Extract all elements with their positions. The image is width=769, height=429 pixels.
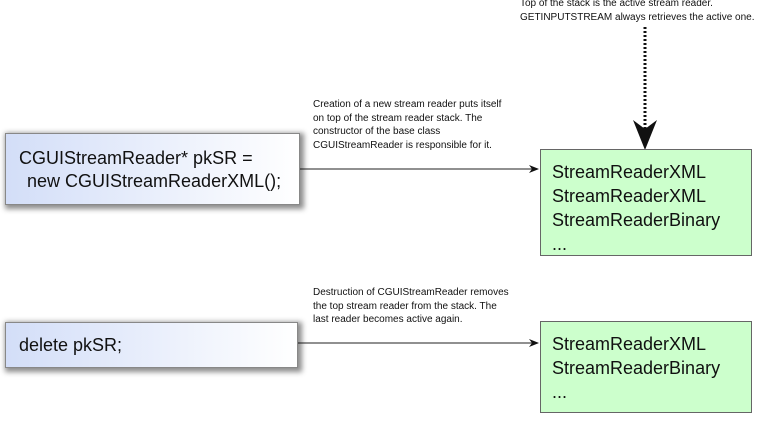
note-line: Top of the stack is the active stream re…: [520, 0, 713, 9]
note-line: the top stream reader from the stack. Th…: [313, 300, 497, 312]
note-line: Creation of a new stream reader puts its…: [313, 99, 502, 110]
stack-item: ...: [552, 382, 568, 402]
delete-note: Destruction of CGUIStreamReader removes …: [313, 286, 509, 327]
top-note: Top of the stack is the active stream re…: [520, 0, 755, 24]
stack-item: StreamReaderXML: [552, 186, 707, 206]
note-line: on top of the stream reader stack. The: [313, 112, 483, 124]
code-line: delete pkSR;: [19, 335, 123, 355]
note-line: CGUIStreamReader is responsible for it.: [313, 139, 492, 151]
stack-item: ...: [552, 234, 568, 254]
stack-after-create: StreamReaderXML StreamReaderXML StreamRe…: [540, 149, 752, 256]
note-line: last reader becomes active again.: [313, 314, 463, 325]
delete-code-box: delete pkSR;: [5, 322, 298, 368]
stack-item: StreamReaderBinary: [552, 210, 721, 230]
note-line: constructor of the base class: [313, 126, 441, 137]
stack-item: StreamReaderXML: [552, 162, 707, 182]
code-line: new CGUIStreamReaderXML();: [27, 171, 282, 191]
stack-after-delete: StreamReaderXML StreamReaderBinary ...: [540, 321, 752, 413]
stack-item: StreamReaderXML: [552, 334, 707, 354]
create-code-box: CGUIStreamReader* pkSR = new CGUIStreamR…: [5, 133, 300, 205]
code-line: CGUIStreamReader* pkSR =: [19, 148, 253, 168]
note-line: GETINPUTSTREAM always retrieves the acti…: [520, 11, 755, 23]
note-line: Destruction of CGUIStreamReader removes: [313, 287, 509, 298]
stack-item: StreamReaderBinary: [552, 358, 721, 378]
create-note: Creation of a new stream reader puts its…: [313, 98, 501, 152]
